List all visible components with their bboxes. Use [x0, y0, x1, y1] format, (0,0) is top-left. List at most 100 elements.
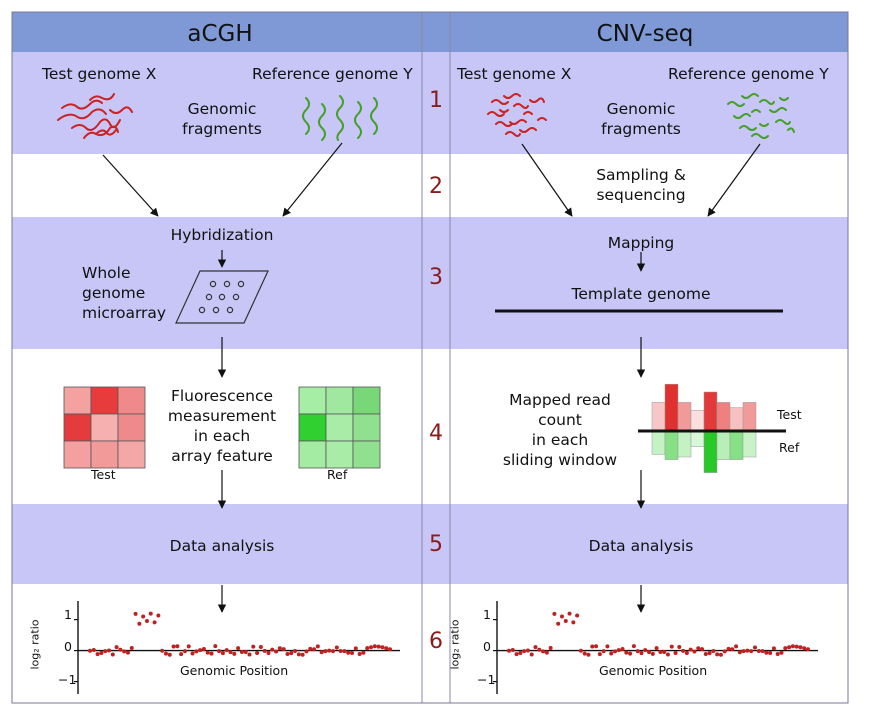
test-read-bar: [664, 383, 679, 432]
plot-data-point: [775, 652, 780, 657]
plot-data-point: [790, 644, 795, 649]
plot-data-point: [537, 647, 542, 652]
test-read-bar: [716, 402, 731, 432]
plot-data-point: [88, 648, 92, 653]
plot-data-point: [605, 644, 610, 649]
ref-grid-cell: [298, 386, 327, 415]
plot-right-ytick-0: 0: [483, 639, 491, 654]
plot-data-point: [624, 650, 629, 655]
plot-data-point: [175, 644, 180, 649]
plot-data-point: [224, 648, 229, 653]
test-grid-cell: [63, 413, 92, 442]
plot-data-point: [228, 650, 233, 655]
step-number-1: 1: [429, 88, 443, 113]
plot-data-point: [289, 651, 294, 656]
plot-data-point: [353, 646, 358, 651]
acgh-data-analysis-label: Data analysis: [169, 537, 275, 555]
plot-data-point: [673, 651, 678, 656]
header-cnvseq: CNV-seq: [596, 21, 694, 47]
plot-data-point: [768, 651, 773, 656]
test-read-bar: [677, 402, 692, 432]
plot-data-point: [122, 649, 127, 654]
microarray-chip: [175, 270, 269, 324]
plot-data-point: [156, 613, 161, 618]
plot-data-point: [133, 611, 138, 616]
cnvseq-readcount-line1: Mapped read: [509, 391, 611, 409]
arrow-ref-to-mapping: [707, 143, 761, 217]
acgh-ref-genome-label: Reference genome Y: [252, 65, 413, 83]
ref-fluorescence-grid: [298, 386, 381, 469]
plot-data-point: [277, 646, 282, 651]
plot-right-ylabel: log₂ ratio: [448, 619, 462, 670]
step-number-2: 2: [429, 174, 443, 199]
plot-data-point: [559, 614, 564, 619]
log-ratio-plot-left: [74, 601, 400, 694]
plot-data-point: [91, 648, 96, 653]
plot-data-point: [734, 644, 739, 649]
acgh-microarray-line3: microarray: [82, 304, 167, 322]
plot-data-point: [266, 651, 271, 656]
plot-data-point: [507, 648, 511, 653]
ref-grid-cell: [352, 386, 381, 415]
plot-left-ytick-1: 1: [64, 607, 72, 622]
plot-data-point: [594, 644, 599, 649]
plot-data-point: [281, 647, 286, 652]
acgh-fluorescence-line1: Fluorescence: [170, 387, 274, 405]
plot-data-point: [794, 644, 799, 649]
plot-data-point: [103, 649, 108, 654]
plot-data-point: [182, 649, 187, 654]
plot-data-point: [771, 646, 776, 651]
plot-data-point: [525, 648, 530, 653]
acgh-hybridization-label: Hybridization: [170, 226, 274, 244]
plot-data-point: [209, 651, 214, 656]
plot-data-point: [753, 645, 758, 650]
plot-data-point: [243, 649, 248, 654]
plot-data-point: [198, 648, 203, 653]
figure-border: [11, 11, 849, 704]
plot-data-point: [597, 652, 602, 657]
plot-data-point: [590, 644, 595, 649]
plot-data-point: [323, 649, 328, 654]
cnvseq-readcount-line2: count: [538, 411, 582, 429]
ref-read-bar: [677, 430, 692, 458]
acgh-fragments-line2: fragments: [182, 120, 262, 138]
plot-right-ytick-1: 1: [483, 607, 491, 622]
ref-grid-cell: [325, 413, 354, 442]
test-grid-cell: [90, 440, 119, 469]
plot-data-point: [654, 646, 659, 651]
acgh-ref-grid-label: Ref: [327, 467, 348, 482]
plot-data-point: [350, 651, 355, 656]
plot-data-point: [160, 648, 165, 653]
band-step-3: [12, 217, 848, 349]
plot-data-point: [388, 647, 392, 652]
acgh-microarray-line1: Whole: [82, 264, 131, 282]
plot-data-point: [262, 648, 267, 653]
test-read-bar: [690, 409, 705, 432]
plot-data-point: [380, 645, 385, 650]
plot-data-point: [255, 651, 260, 656]
plot-data-point: [99, 650, 104, 655]
plot-data-point: [372, 644, 377, 649]
plot-data-point: [232, 651, 237, 656]
plot-data-point: [369, 645, 374, 650]
arrow-test-to-hyb: [102, 154, 159, 217]
plot-data-point: [635, 649, 640, 654]
plot-left-ytick-0: 0: [64, 639, 72, 654]
test-grid-cell: [117, 386, 146, 415]
header-acgh: aCGH: [187, 21, 253, 47]
plot-data-point: [631, 644, 636, 649]
test-read-bar: [651, 402, 666, 432]
plot-data-point: [643, 648, 648, 653]
cnvseq-ref-genome-label: Reference genome Y: [668, 65, 829, 83]
plot-data-point: [220, 651, 225, 656]
test-grid-cell: [117, 413, 146, 442]
plot-data-point: [190, 651, 195, 656]
plot-data-point: [684, 651, 689, 656]
plot-data-point: [760, 649, 765, 654]
plot-data-point: [376, 644, 381, 649]
plot-data-point: [247, 652, 252, 657]
plot-data-point: [745, 648, 750, 653]
read-count-bars: [651, 383, 757, 473]
plot-data-point: [650, 651, 655, 656]
